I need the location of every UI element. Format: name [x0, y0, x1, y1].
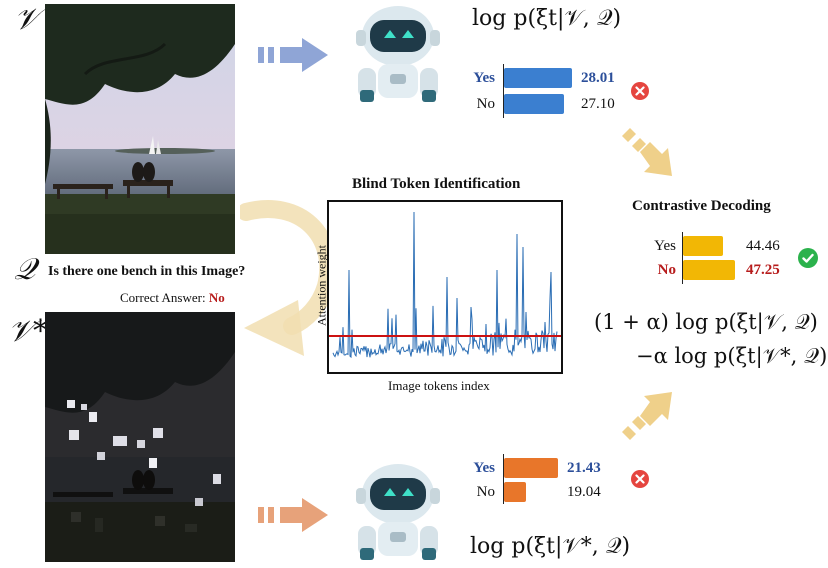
question-text: Is there one bench in this Image?: [48, 264, 246, 279]
contrastive-yes-value: 44.46: [746, 238, 780, 254]
v-symbol: 𝒱: [14, 2, 39, 37]
chart-xlabel: Image tokens index: [388, 378, 490, 393]
correct-answer-value: No: [208, 290, 225, 305]
bottom-result: Yes 21.43 No 19.04: [455, 454, 655, 514]
bottom-yes-label: Yes: [473, 460, 495, 476]
top-yes-bar: [504, 68, 572, 88]
formula-bottom: log p(ξt|𝒱*, 𝒬): [470, 534, 631, 559]
contrastive-axis: [682, 232, 683, 284]
robot-icon-bottom: [356, 464, 440, 560]
robot-icon-top: [356, 6, 440, 102]
contrastive-result: Yes 44.46 No 47.25: [640, 232, 820, 292]
formula-top: log p(ξt|𝒱, 𝒬): [472, 6, 622, 31]
q-symbol: 𝒬: [14, 252, 36, 287]
formula-contrast-line2: −α log p(ξt|𝒱*, 𝒬): [636, 344, 828, 368]
contrastive-no-value: 47.25: [746, 262, 780, 278]
top-no-value: 27.10: [581, 96, 615, 112]
attention-chart: [329, 211, 561, 359]
orange-arrow: [258, 498, 328, 532]
attention-series-line: [332, 211, 558, 359]
correct-answer-prefix: Correct Answer:: [120, 290, 206, 305]
chart-title: Blind Token Identification: [352, 176, 521, 192]
yellow-arrow-top: [622, 128, 672, 176]
formula-contrast-line1: (1 + α) log p(ξt|𝒱, 𝒬): [594, 310, 818, 334]
contrastive-title: Contrastive Decoding: [632, 198, 771, 214]
correct-answer: Correct Answer: No: [120, 290, 225, 306]
vstar-symbol: 𝒱*: [8, 314, 48, 349]
chart-ylabel: Attention weight: [314, 245, 329, 326]
original-image: [45, 4, 235, 254]
top-no-label: No: [476, 96, 495, 112]
bottom-no-value: 19.04: [567, 484, 601, 500]
bottom-no-label: No: [476, 484, 495, 500]
contrastive-no-bar: [683, 260, 735, 280]
yellow-arrow-bottom: [622, 392, 672, 440]
wrong-icon-top: [631, 82, 649, 100]
bottom-axis: [503, 454, 504, 504]
wrong-icon-bottom: [631, 470, 649, 488]
top-yes-value: 28.01: [581, 70, 615, 86]
masked-image: [45, 312, 235, 562]
top-axis: [503, 64, 504, 118]
contrastive-no-label: No: [657, 262, 676, 278]
blue-arrow: [258, 38, 328, 72]
top-result: Yes 28.01 No 27.10: [455, 64, 655, 124]
contrastive-yes-label: Yes: [654, 238, 676, 254]
contrastive-yes-bar: [683, 236, 723, 256]
bottom-no-bar: [504, 482, 526, 502]
top-yes-label: Yes: [473, 70, 495, 86]
bottom-yes-value: 21.43: [567, 460, 601, 476]
correct-icon: [798, 248, 818, 268]
chart-frame: [327, 200, 563, 374]
bottom-yes-bar: [504, 458, 558, 478]
top-no-bar: [504, 94, 564, 114]
